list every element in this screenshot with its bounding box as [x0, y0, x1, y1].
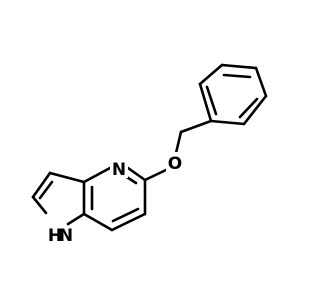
- pyrrole-ring: [31, 171, 86, 226]
- bond: [242, 94, 268, 126]
- bond: [254, 66, 268, 98]
- pyridine-nitrogen-label: N: [112, 160, 126, 180]
- double-bond-inner: [38, 180, 54, 200]
- bond: [82, 212, 114, 232]
- double-bond-inner: [238, 97, 259, 119]
- bond: [198, 82, 213, 123]
- bond: [31, 171, 52, 199]
- bond: [220, 63, 258, 70]
- bond: [82, 166, 112, 184]
- pyrrole-hydrogen-label: H: [48, 226, 62, 246]
- bond: [31, 195, 48, 215]
- double-bond-inner: [111, 207, 140, 223]
- bond: [48, 171, 86, 184]
- bond: [209, 119, 246, 126]
- double-bond-inner: [222, 73, 252, 79]
- pyrrole-nitrogen-label: N: [59, 226, 73, 246]
- atom-bg: [166, 152, 184, 172]
- pyridine-ring: [82, 166, 147, 232]
- double-bond-inner: [205, 85, 218, 116]
- bond: [66, 212, 86, 226]
- o-aryl-bond: [143, 168, 168, 182]
- ch2-o-bond: [174, 130, 183, 155]
- bond: [126, 166, 147, 182]
- ether-oxygen-label: O: [168, 154, 182, 174]
- atom-bg: [110, 158, 128, 178]
- bond: [198, 63, 224, 86]
- benzene-ring: [198, 63, 268, 126]
- bond: [110, 212, 147, 232]
- benzyl-bond: [179, 119, 213, 134]
- structure-diagram: N O H N: [31, 63, 268, 246]
